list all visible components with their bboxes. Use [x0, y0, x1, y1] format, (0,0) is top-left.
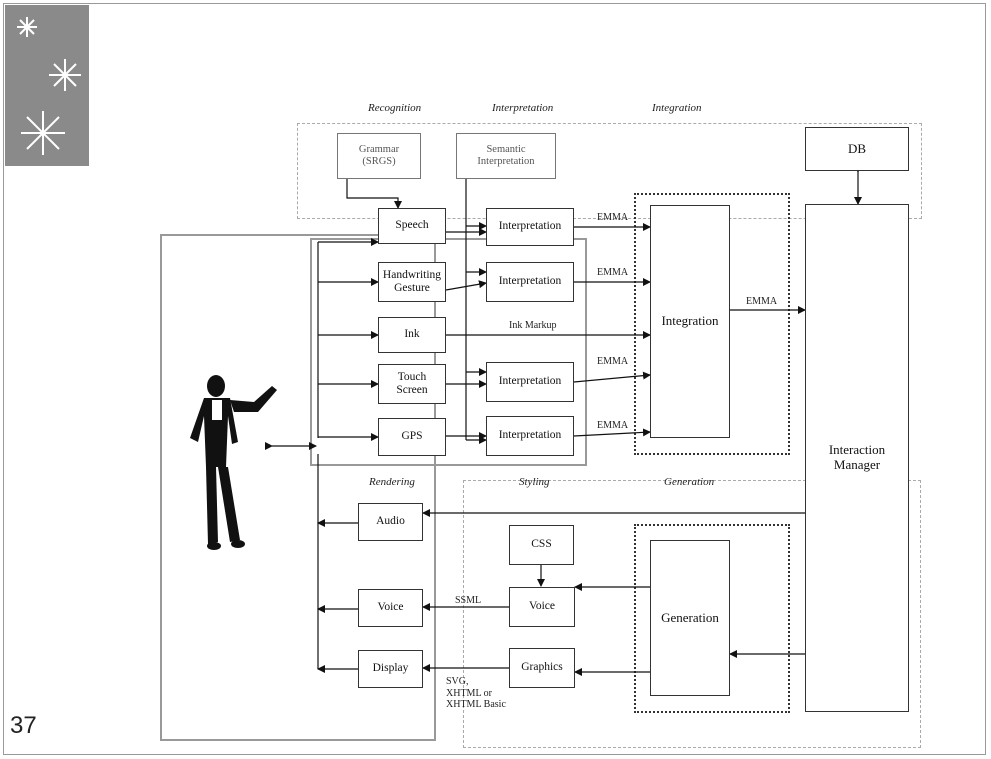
gps-box: GPS: [378, 418, 446, 456]
graphics-box: Graphics: [509, 648, 575, 688]
semantic-interpretation-box: Semantic Interpretation: [456, 133, 556, 179]
grammar-srgs-box: Grammar (SRGS): [337, 133, 421, 179]
db-box: DB: [805, 127, 909, 171]
ink-markup-label: Ink Markup: [509, 320, 557, 331]
display-box: Display: [358, 650, 423, 688]
interpretation-box-1: Interpretation: [486, 208, 574, 246]
interaction-manager-box: Interaction Manager: [805, 204, 909, 712]
handwriting-gesture-box: Handwriting Gesture: [378, 262, 446, 302]
emma-label-1: EMMA: [597, 212, 628, 223]
emma-label-3: EMMA: [597, 356, 628, 367]
emma-label-im: EMMA: [746, 296, 777, 307]
speech-box: Speech: [378, 208, 446, 244]
voice-output-box: Voice: [358, 589, 423, 627]
emma-label-4: EMMA: [597, 420, 628, 431]
interpretation-box-2: Interpretation: [486, 262, 574, 302]
voice-style-box: Voice: [509, 587, 575, 627]
generation-box: Generation: [650, 540, 730, 696]
css-box: CSS: [509, 525, 574, 565]
interpretation-box-3: Interpretation: [486, 362, 574, 402]
graphics-formats-label: SVG, XHTML or XHTML Basic: [446, 676, 506, 711]
ssml-label: SSML: [455, 595, 481, 606]
emma-label-2: EMMA: [597, 267, 628, 278]
audio-box: Audio: [358, 503, 423, 541]
ink-box: Ink: [378, 317, 446, 353]
touch-screen-box: Touch Screen: [378, 364, 446, 404]
integration-box: Integration: [650, 205, 730, 438]
interpretation-box-4: Interpretation: [486, 416, 574, 456]
